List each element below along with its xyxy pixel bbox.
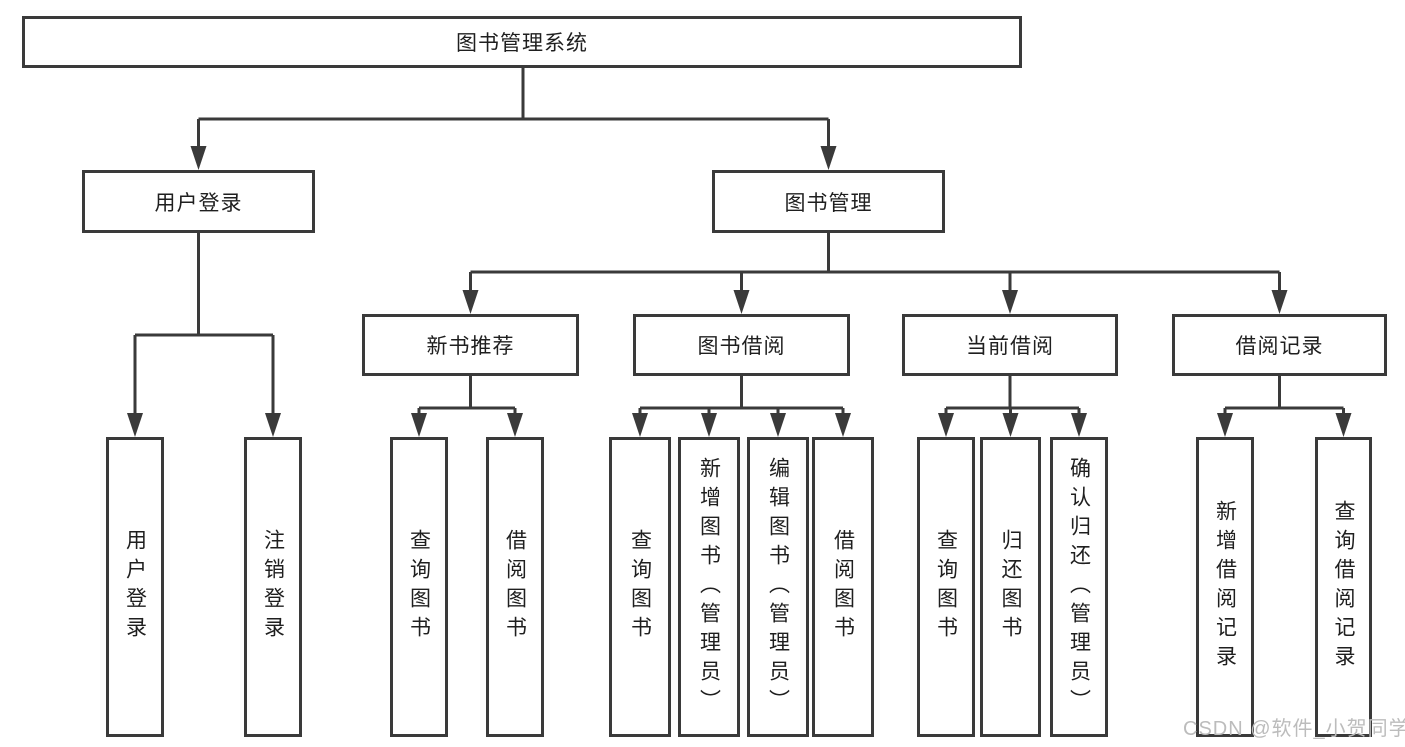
leaf-label: 注销登录 (261, 529, 285, 645)
leaf-bb-borrow-book: 借阅图书 (812, 437, 874, 737)
leaf-bb-edit-book-admin: 编辑图书（管理员） (747, 437, 809, 737)
leaf-br-query-record: 查询借阅记录 (1315, 437, 1372, 737)
arrow-down-icon (462, 290, 479, 314)
arrow-down-icon (190, 146, 207, 170)
leaf-label: 查询图书 (628, 529, 652, 645)
leaf-label: 编辑图书（管理员） (766, 456, 790, 718)
arrow-down-icon (733, 290, 750, 314)
node-book-management: 图书管理 (712, 170, 945, 233)
leaf-label: 新增图书（管理员） (697, 456, 721, 718)
arrow-down-icon (127, 413, 143, 437)
arrow-down-icon (701, 413, 717, 437)
arrow-down-icon (835, 413, 851, 437)
leaf-label: 归还图书 (999, 529, 1022, 645)
node-user-login: 用户登录 (82, 170, 315, 233)
leaf-label: 借阅图书 (503, 529, 527, 645)
arrow-down-icon (507, 413, 523, 437)
arrow-down-icon (1217, 413, 1233, 437)
node-root-system: 图书管理系统 (22, 16, 1022, 68)
arrow-down-icon (1002, 413, 1019, 437)
node-new-book-recommendation: 新书推荐 (362, 314, 579, 376)
leaf-user-login: 用户登录 (106, 437, 164, 737)
leaf-rec-query-book: 查询图书 (390, 437, 448, 737)
leaf-rec-borrow-book: 借阅图书 (486, 437, 544, 737)
leaf-cb-confirm-return-admin: 确认归还（管理员） (1050, 437, 1108, 737)
leaf-bb-query-book: 查询图书 (609, 437, 671, 737)
arrow-down-icon (1002, 290, 1018, 314)
arrow-down-icon (1071, 413, 1087, 437)
leaf-label: 新增借阅记录 (1213, 500, 1237, 674)
arrow-down-icon (1335, 413, 1352, 437)
node-book-borrowing: 图书借阅 (633, 314, 850, 376)
arrow-down-icon (632, 413, 648, 437)
leaf-cb-return-book: 归还图书 (980, 437, 1041, 737)
leaf-label: 确认归还（管理员） (1067, 456, 1091, 718)
leaf-br-add-record: 新增借阅记录 (1196, 437, 1254, 737)
leaf-cb-query-book: 查询图书 (917, 437, 975, 737)
node-borrow-records: 借阅记录 (1172, 314, 1387, 376)
leaf-label: 借阅图书 (831, 529, 855, 645)
arrow-down-icon (820, 146, 837, 170)
arrow-down-icon (265, 413, 281, 437)
leaf-label: 查询图书 (934, 529, 958, 645)
arrow-down-icon (411, 413, 427, 437)
arrow-down-icon (770, 413, 786, 437)
arrow-down-icon (1271, 290, 1288, 314)
leaf-label: 用户登录 (123, 529, 147, 645)
leaf-logout: 注销登录 (244, 437, 302, 737)
arrow-down-icon (938, 413, 954, 437)
csdn-watermark: CSDN @软件_小贺同学 (1183, 718, 1405, 740)
leaf-bb-add-book-admin: 新增图书（管理员） (678, 437, 740, 737)
node-current-borrowing: 当前借阅 (902, 314, 1118, 376)
leaf-label: 查询图书 (407, 529, 431, 645)
leaf-label: 查询借阅记录 (1332, 500, 1355, 674)
